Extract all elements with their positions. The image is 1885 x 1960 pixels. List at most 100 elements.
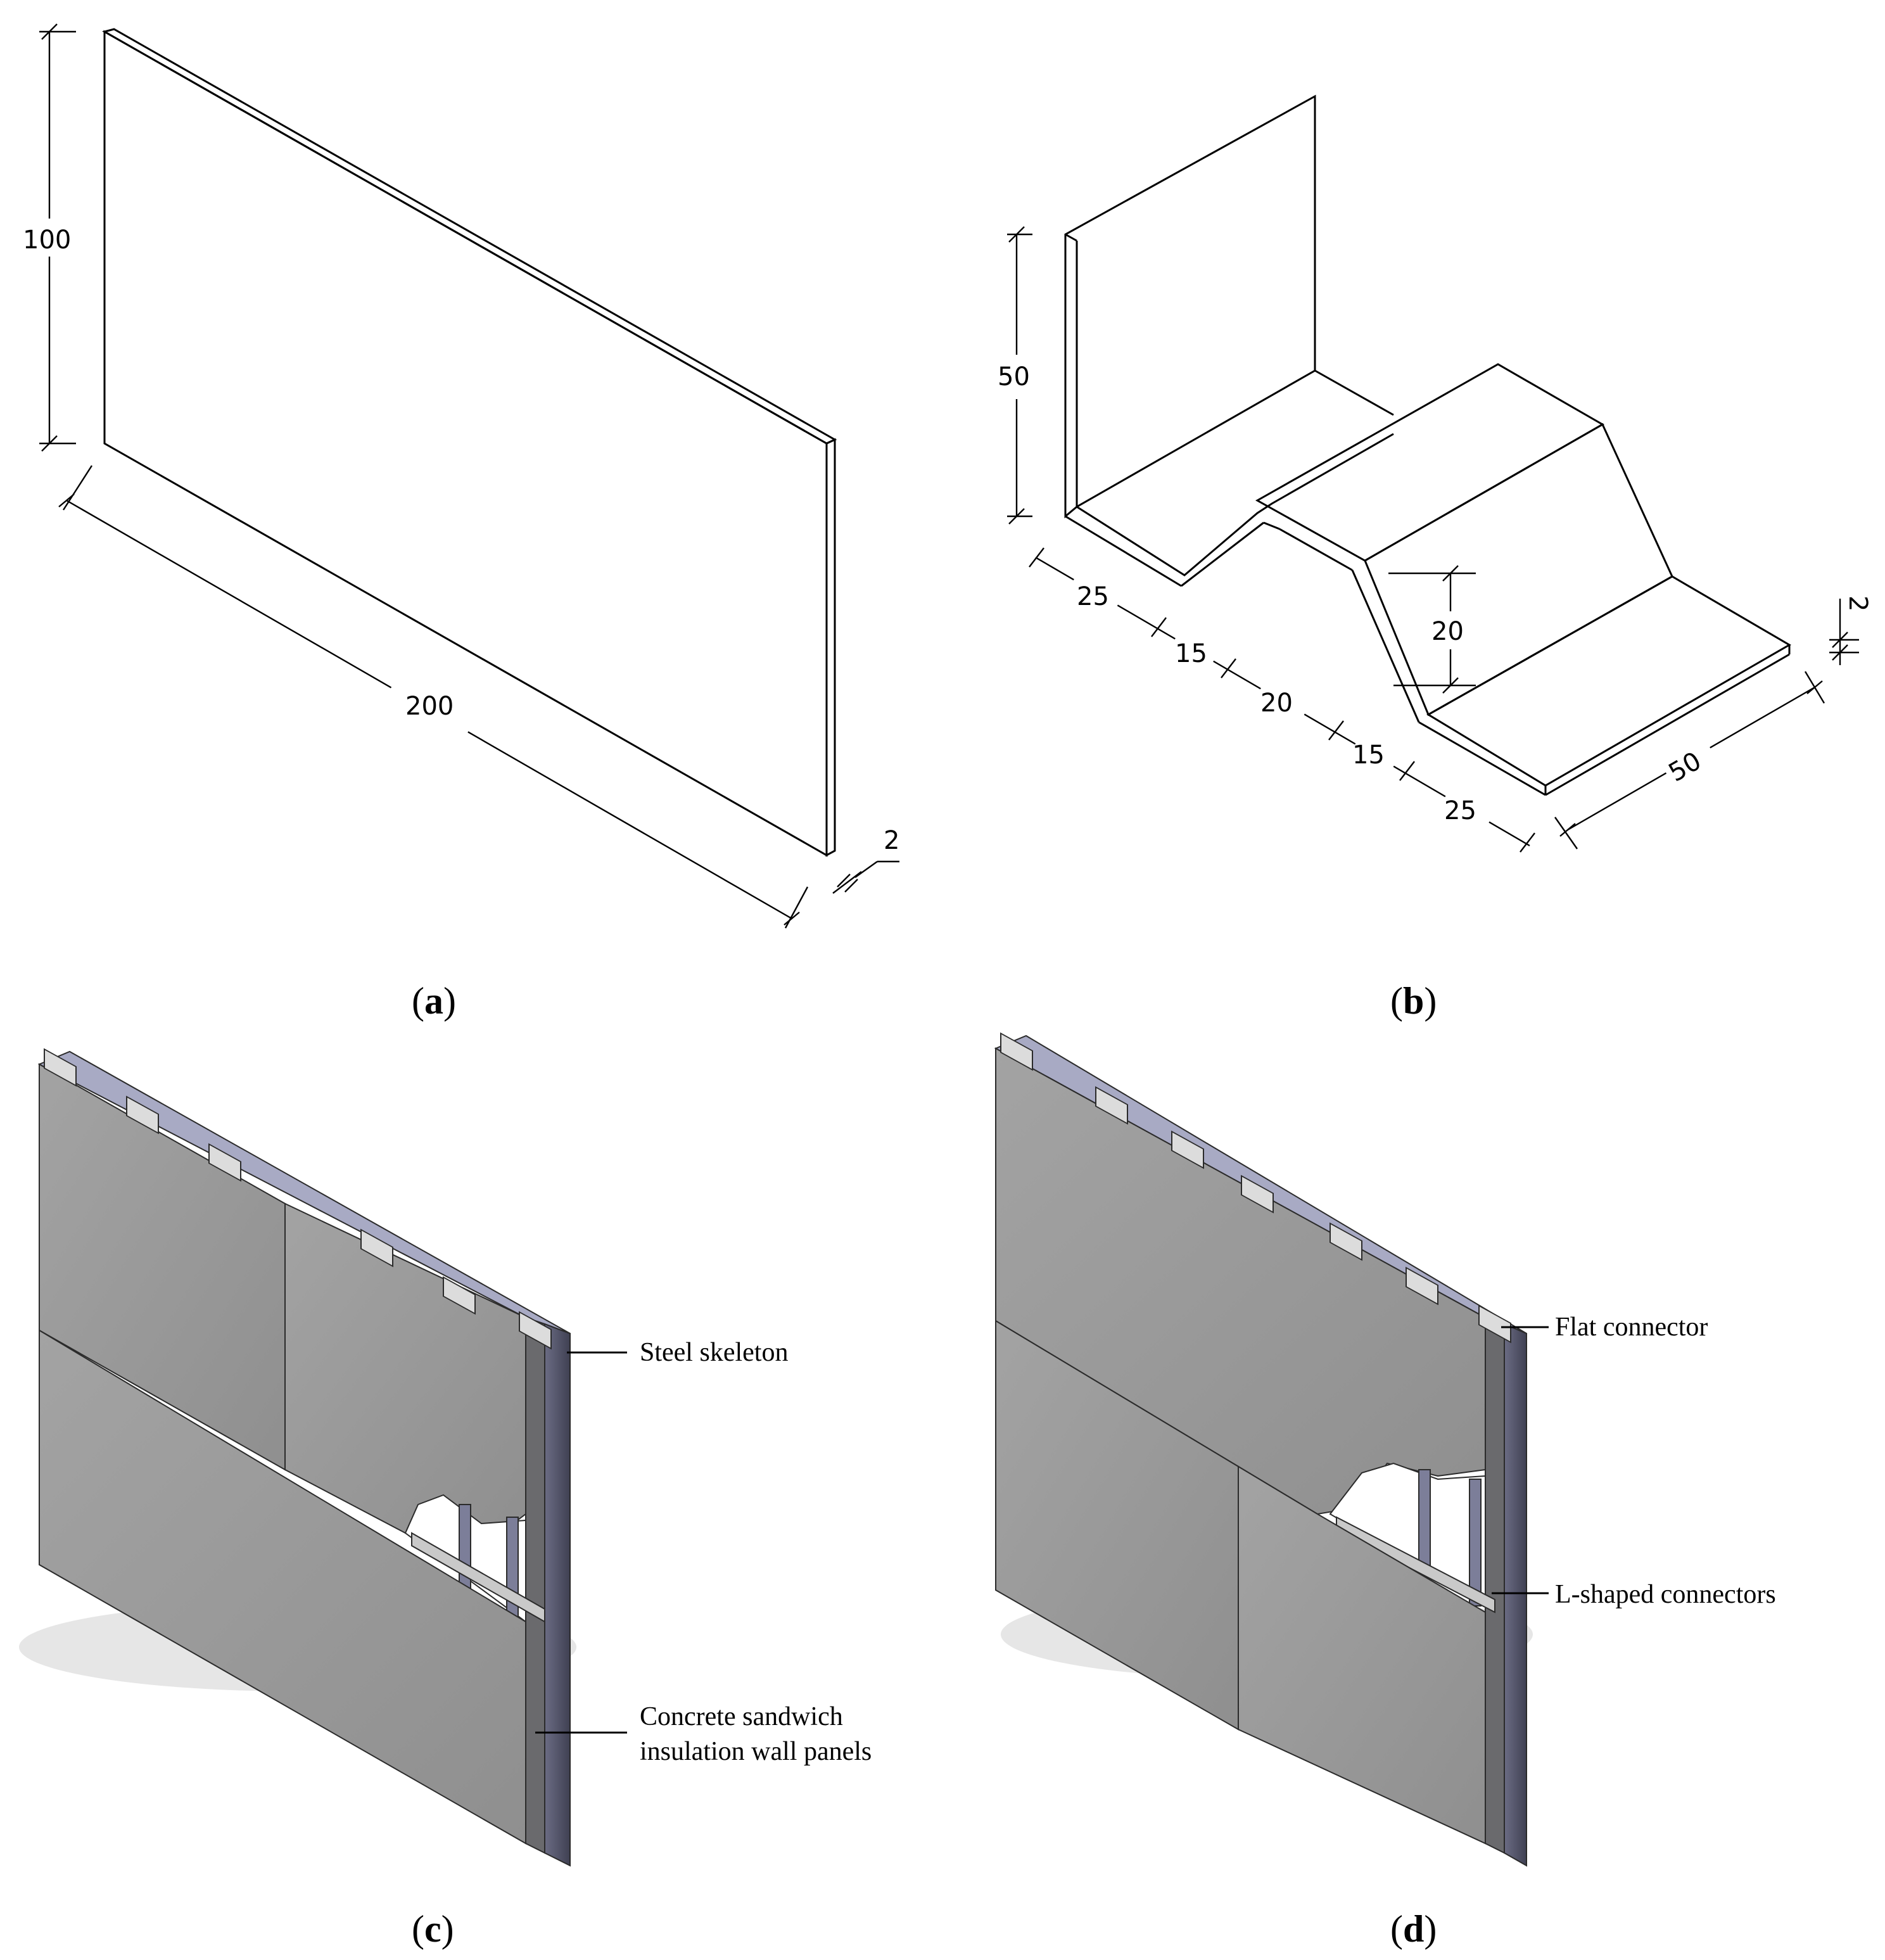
panel-c-drawing [19,1048,627,1867]
panel-d-drawing [994,1032,1549,1867]
dim-label-bg [19,219,76,257]
steel-skeleton-side [544,1323,571,1867]
flat-connector [1171,1130,1204,1169]
dim-label-bg [1428,611,1473,649]
dim-label-bg [1435,782,1498,840]
connector-edge [1263,521,1280,530]
dim-tick [1442,565,1459,582]
dim-tick [1029,547,1044,568]
dim-b-seg2: 15 [1175,639,1207,668]
dim-tick [1221,658,1236,678]
dim-b-seg4: 15 [1352,741,1385,770]
flat-connector [519,1311,552,1350]
steel-stud [506,1517,519,1626]
caption-a-letter: a [424,980,443,1022]
steel-skeleton-side [1504,1323,1527,1867]
connector-edge [1065,233,1077,242]
flat-connector [1095,1086,1128,1125]
flat-connector-plates [1000,1032,1511,1344]
dim-label-bg [1064,563,1127,621]
connector-edge [1351,570,1420,723]
caption-a: (a) [412,980,456,1022]
dim-tick [1832,632,1848,648]
label-flat-connector: Flat connector [1555,1313,1708,1342]
dim-thickness-tick1 [837,874,851,888]
steel-skeleton-top [37,1050,571,1334]
dim-thickness-tick2 [844,879,858,893]
dim-label-bg [994,355,1039,399]
wall-panel-lower [39,1329,526,1845]
connector-edge [1545,653,1790,796]
flat-connector [360,1228,393,1268]
dim-thickness-label: 2 [884,826,899,855]
dim-tick [1008,226,1025,243]
dim-tick [1442,677,1459,694]
label-steel-skeleton: Steel skeleton [640,1338,788,1367]
dim-tick [784,912,800,926]
flat-connector [443,1276,476,1315]
caption-b: (b) [1390,980,1437,1022]
wall-panel-lower-right [1238,1465,1486,1845]
dim-b-seg1: 25 [1077,582,1109,611]
dim-tick [41,435,58,452]
dim-b-seg3: 20 [1260,689,1293,718]
wall-panel-edge [525,1316,545,1854]
dim-length-ext-left [62,465,93,511]
connector-base-left [1076,433,1394,576]
dim-ext [1554,817,1578,850]
flat-connector [1000,1032,1033,1071]
connector-edge [1418,721,1546,796]
panel-a-drawing: 100 200 2 [19,23,899,929]
dim-tick [1151,617,1167,637]
dim-tick [1328,720,1344,741]
dim-b-seg5: 25 [1444,796,1476,825]
dim-tick [58,493,75,507]
dim-tick [1806,680,1823,694]
dim-label-bg [386,652,488,741]
dim-thickness-line [832,871,862,894]
dim-tick [1008,508,1025,525]
flat-connector [1241,1174,1274,1214]
connector-edge [1181,521,1264,587]
dim-b-thickness-label: 2 [1843,595,1872,611]
connector-edge-bottom [1065,515,1182,587]
dim-height-label: 100 [23,226,71,255]
dim-label-bg [1346,729,1402,782]
caption-c-letter: c [424,1908,441,1950]
connector-edge [1279,528,1353,571]
dim-label-bg [1165,625,1222,677]
connector-base-right [1426,575,1791,787]
dim-label-bg [1656,731,1720,789]
connector-edge [1314,369,1394,416]
caption-d-letter: d [1403,1908,1424,1950]
flat-plate-edge-top [102,28,837,445]
dim-b-height-label: 50 [998,362,1030,391]
caption-c: (c) [412,1908,454,1950]
panel-b-drawing: 50 25 15 20 15 25 20 50 [994,94,1872,853]
dim-b-depth-label: 20 [1431,617,1464,646]
connector-raised-middle [1255,363,1605,562]
dim-tick [1832,644,1848,661]
dim-tick [1399,761,1415,781]
flat-connector [44,1048,77,1087]
dim-thickness-leader [854,861,878,878]
label-wall-panels-line1: Concrete sandwich [640,1702,843,1731]
label-wall-panels-line2: insulation wall panels [640,1737,872,1766]
flat-connector [126,1095,159,1135]
dim-label-bg [1252,673,1314,730]
flat-connector [208,1143,241,1182]
flat-connector [1406,1266,1438,1306]
connector-vertical-flange [1064,94,1316,519]
dim-length-label: 200 [405,692,454,721]
dim-tick [1520,832,1535,853]
connector-slope-right [1364,423,1673,716]
caption-b-letter: b [1403,980,1424,1022]
label-l-connectors: L-shaped connectors [1555,1580,1776,1609]
flat-plate-edge-side [825,438,836,857]
l-shaped-connector [411,1532,545,1623]
flat-connector [1478,1304,1511,1344]
wall-panel-edge [1485,1316,1505,1854]
flat-connector [1330,1222,1362,1261]
dim-tick [41,23,58,40]
